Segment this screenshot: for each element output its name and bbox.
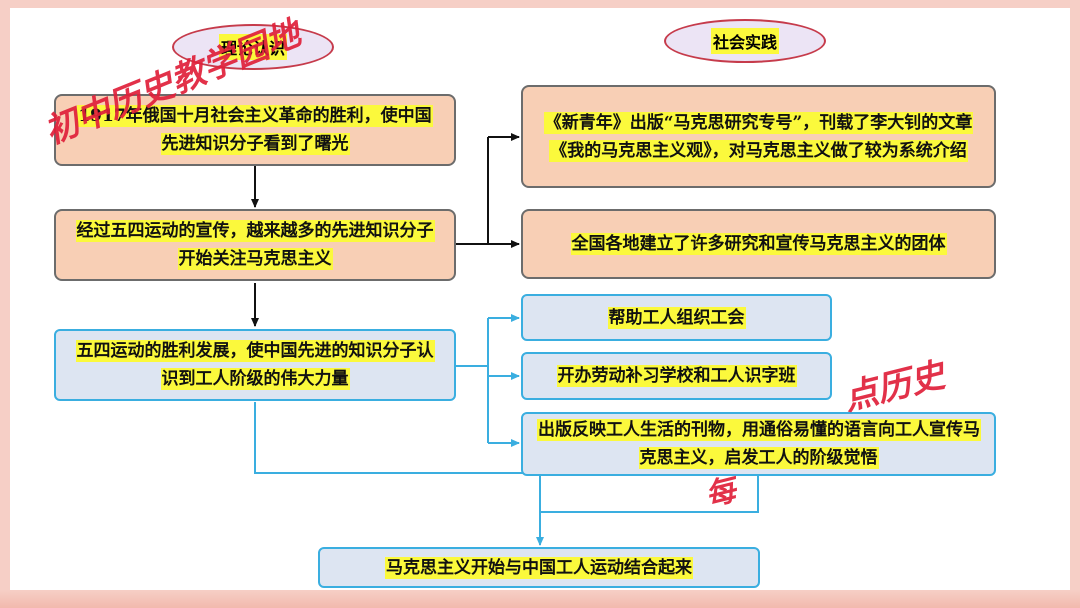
practice-header: 社会实践	[664, 19, 826, 63]
path-w3-result	[540, 476, 759, 513]
worker-action-3-text: 出版反映工人生活的刊物，用通俗易懂的语言向工人宣传马克思主义，启发工人的阶级觉悟	[537, 419, 981, 469]
theory-node-3-text: 五四运动的胜利发展，使中国先进的知识分子认识到工人阶级的伟大力量	[75, 340, 435, 390]
practice-node-2-text: 全国各地建立了许多研究和宣传马克思主义的团体	[570, 233, 947, 255]
worker-action-2-text: 开办劳动补习学校和工人识字班	[556, 365, 797, 387]
result-text: 马克思主义开始与中国工人运动结合起来	[385, 556, 693, 579]
practice-header-label: 社会实践	[710, 28, 779, 54]
theory-header: 理论认识	[172, 24, 334, 70]
path-n3-result	[254, 402, 540, 474]
worker-action-1: 帮助工人组织工会	[521, 294, 832, 341]
theory-node-2: 经过五四运动的宣传，越来越多的先进知识分子开始关注马克思主义	[54, 209, 456, 281]
practice-node-2: 全国各地建立了许多研究和宣传马克思主义的团体	[521, 209, 996, 279]
theory-node-1: 1917年俄国十月社会主义革命的胜利，使中国先进知识分子看到了曙光	[54, 94, 456, 166]
worker-action-2: 开办劳动补习学校和工人识字班	[521, 352, 832, 400]
worker-action-3: 出版反映工人生活的刊物，用通俗易懂的语言向工人宣传马克思主义，启发工人的阶级觉悟	[521, 412, 996, 476]
bottom-band	[0, 590, 1080, 608]
practice-node-1: 《新青年》出版“马克思研究专号”，刊载了李大钊的文章《我的马克思主义观》，对马克…	[521, 85, 996, 188]
theory-node-2-text: 经过五四运动的宣传，越来越多的先进知识分子开始关注马克思主义	[75, 220, 435, 270]
worker-action-1-text: 帮助工人组织工会	[607, 306, 746, 329]
result-node: 马克思主义开始与中国工人运动结合起来	[318, 547, 760, 588]
theory-header-label: 理论认识	[218, 34, 287, 60]
theory-node-3: 五四运动的胜利发展，使中国先进的知识分子认识到工人阶级的伟大力量	[54, 329, 456, 401]
practice-node-1-text: 《新青年》出版“马克思研究专号”，刊载了李大钊的文章《我的马克思主义观》，对马克…	[543, 111, 974, 162]
